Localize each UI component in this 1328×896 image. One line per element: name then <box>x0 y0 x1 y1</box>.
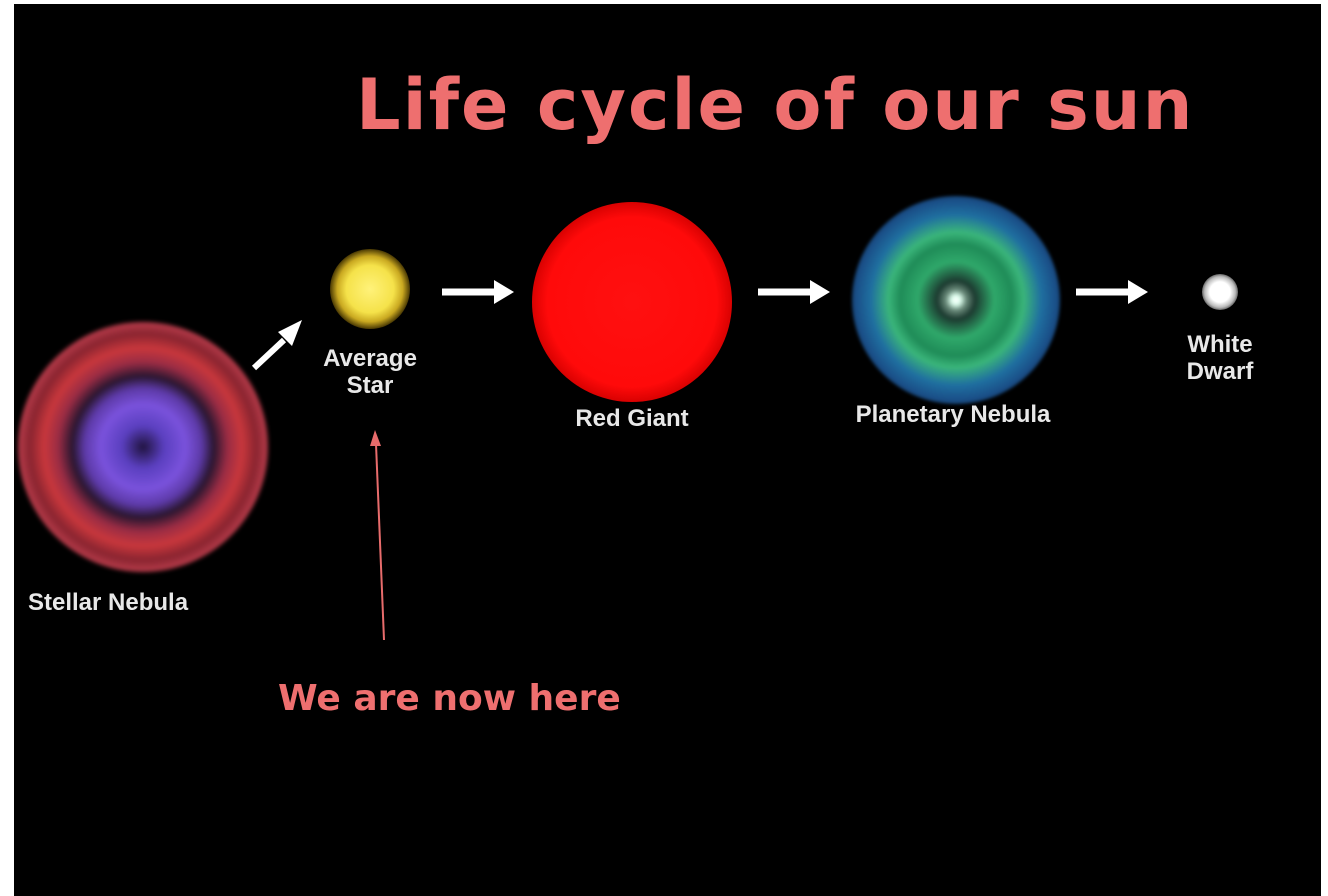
we-are-here-annotation: We are now here <box>278 678 621 719</box>
arrow-star-to-red-giant <box>442 280 514 304</box>
arrow-planetary-nebula-to-white-dwarf <box>1076 280 1148 304</box>
arrows-layer <box>14 4 1321 896</box>
arrow-nebula-to-star <box>254 320 302 368</box>
pointer-we-are-here <box>370 430 384 640</box>
diagram-canvas: Life cycle of our sun Stellar Nebula Ave… <box>14 4 1321 896</box>
arrow-red-giant-to-planetary-nebula <box>758 280 830 304</box>
